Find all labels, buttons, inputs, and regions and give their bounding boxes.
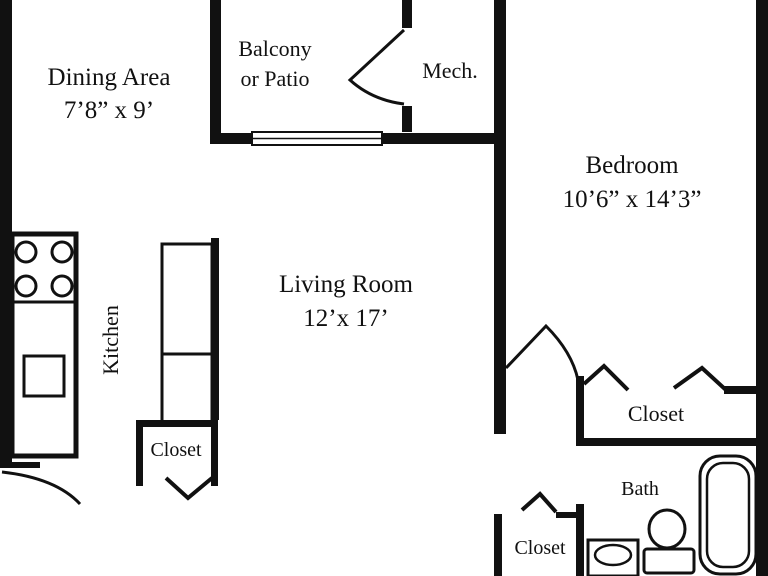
stove-burners — [14, 240, 74, 298]
kitchen-counter — [9, 231, 79, 459]
living-closet-label: Closet — [150, 439, 202, 461]
bath-closet-label: Closet — [514, 537, 566, 559]
mech-wall-lower — [402, 106, 412, 132]
bathtub — [698, 454, 758, 576]
balcony-bottom-wall-right — [382, 133, 506, 144]
balcony-label: Balcony — [238, 36, 311, 61]
sliding-door — [251, 131, 383, 146]
mech-wall-upper — [402, 0, 412, 28]
balcony-left-wall — [210, 0, 221, 144]
living-closet — [136, 420, 218, 501]
bedroom-closet — [576, 363, 758, 446]
bedroom-closet-label: Closet — [628, 401, 684, 426]
left-wall-stub — [0, 462, 40, 468]
mech-door-swing — [347, 28, 406, 106]
mech-label: Mech. — [422, 58, 478, 83]
bath-sink — [586, 538, 640, 576]
entry-door-swing — [1, 470, 82, 506]
left-exterior-wall — [0, 0, 12, 466]
right-exterior-wall — [756, 0, 768, 576]
patio-label: or Patio — [240, 66, 309, 91]
dining-area-dims: 7’8” x 9’ — [64, 97, 154, 124]
bedroom-dims: 10’6” x 14’3” — [563, 186, 702, 213]
bedroom-door-swing — [504, 323, 580, 381]
kitchen-sink — [22, 354, 66, 398]
living-room-dims: 12’x 17’ — [303, 305, 388, 332]
peninsula-counter — [160, 238, 219, 424]
bedroom-label: Bedroom — [585, 152, 679, 179]
dining-area-label: Dining Area — [48, 64, 171, 91]
kitchen-label: Kitchen — [98, 305, 123, 375]
living-room-label: Living Room — [279, 271, 414, 298]
bedroom-left-wall — [494, 0, 506, 434]
toilet — [642, 508, 696, 575]
balcony-bottom-wall — [210, 133, 252, 144]
bath-walls — [494, 491, 584, 576]
bath-label: Bath — [621, 478, 659, 500]
